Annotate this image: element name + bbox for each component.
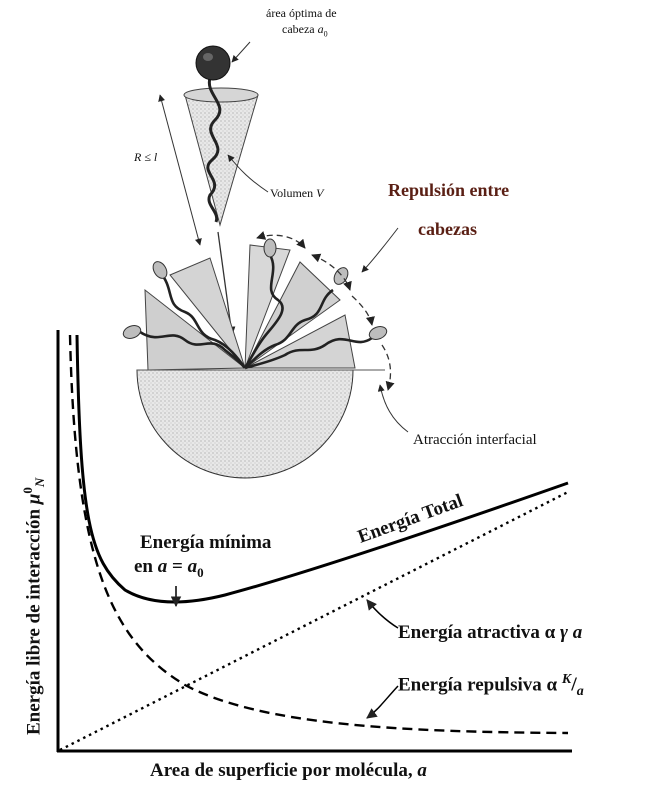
repulsive-label-arrow xyxy=(367,686,398,718)
head-group-icon xyxy=(196,46,230,80)
micelle xyxy=(137,245,385,478)
optimal-head-area-label: área óptima de xyxy=(266,6,337,21)
interfacial-attraction-label: Atracción interfacial xyxy=(413,432,537,449)
minimum-energy-label-1: Energía mínima xyxy=(140,532,271,554)
volume-label: Volumen V xyxy=(270,186,323,201)
repulsion-label-arrow xyxy=(362,228,398,272)
head-repulsion-label-2: cabezas xyxy=(418,219,477,240)
surfactant-cone xyxy=(184,78,258,225)
repulsive-energy-label: Energía repulsiva α K/a xyxy=(398,672,584,700)
attractive-label-arrow xyxy=(367,600,398,628)
attractive-energy-curve xyxy=(60,492,568,750)
attraction-label-arrow xyxy=(380,385,408,432)
head-repulsion-label-1: Repulsión entre xyxy=(388,180,509,201)
head-label-arrow xyxy=(232,42,250,62)
x-axis-label: Area de superficie por molécula, a xyxy=(150,760,427,782)
y-axis-label: Energía libre de interacción μ0N xyxy=(20,478,48,735)
optimal-head-area-label-2: cabeza a0 xyxy=(282,22,328,38)
attractive-energy-label: Energía atractiva α γ a xyxy=(398,622,582,644)
minimum-energy-label-2: en a = a0 xyxy=(134,556,204,581)
length-label: R ≤ l xyxy=(134,150,157,165)
